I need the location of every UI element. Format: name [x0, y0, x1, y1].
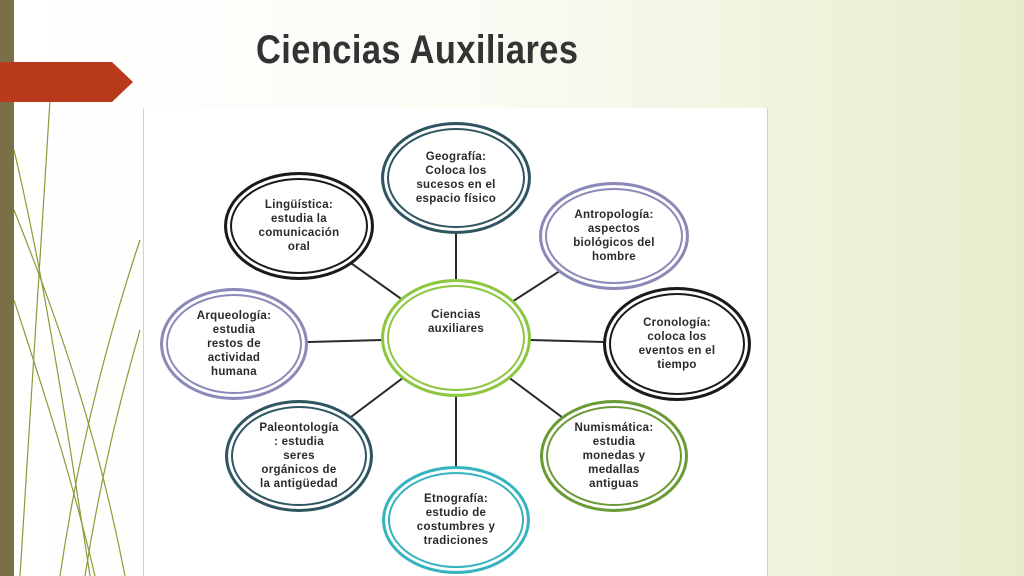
center-node: Ciencias auxiliares: [381, 279, 531, 397]
node-paleontologia-label: Paleontología : estudia seres orgánicos …: [259, 422, 339, 490]
node-etnografia: Etnografía: estudio de costumbres y trad…: [382, 466, 530, 574]
node-etnografia-label: Etnografía: estudio de costumbres y trad…: [416, 493, 496, 547]
diagram-panel: Ciencias auxiliares Geografía: Coloca lo…: [143, 108, 768, 576]
node-geografia-label: Geografía: Coloca los sucesos en el espa…: [415, 151, 497, 205]
center-node-label: Ciencias auxiliares: [427, 309, 485, 335]
node-geografia: Geografía: Coloca los sucesos en el espa…: [381, 122, 531, 234]
left-accent-bar: [0, 0, 14, 576]
node-paleontologia: Paleontología : estudia seres orgánicos …: [225, 400, 373, 512]
node-numismatica-label: Numismática: estudia monedas y medallas …: [574, 422, 654, 490]
node-antropologia: Antropología: aspectos biológicos del ho…: [539, 182, 689, 290]
node-linguistica-label: Lingüística: estudia la comunicación ora…: [258, 199, 340, 253]
title-tab-arrow: [0, 62, 133, 102]
node-arqueologia-label: Arqueología: estudia restos de actividad…: [196, 310, 272, 378]
decorative-arrow-lines: [13, 99, 141, 576]
slide-title: Ciencias Auxiliares: [256, 28, 579, 72]
node-cronologia: Cronología: coloca los eventos en el tie…: [603, 287, 751, 401]
node-antropologia-label: Antropología: aspectos biológicos del ho…: [573, 209, 655, 263]
node-arqueologia: Arqueología: estudia restos de actividad…: [160, 288, 308, 400]
node-cronologia-label: Cronología: coloca los eventos en el tie…: [638, 317, 716, 371]
node-numismatica: Numismática: estudia monedas y medallas …: [540, 400, 688, 512]
node-linguistica: Lingüística: estudia la comunicación ora…: [224, 172, 374, 280]
